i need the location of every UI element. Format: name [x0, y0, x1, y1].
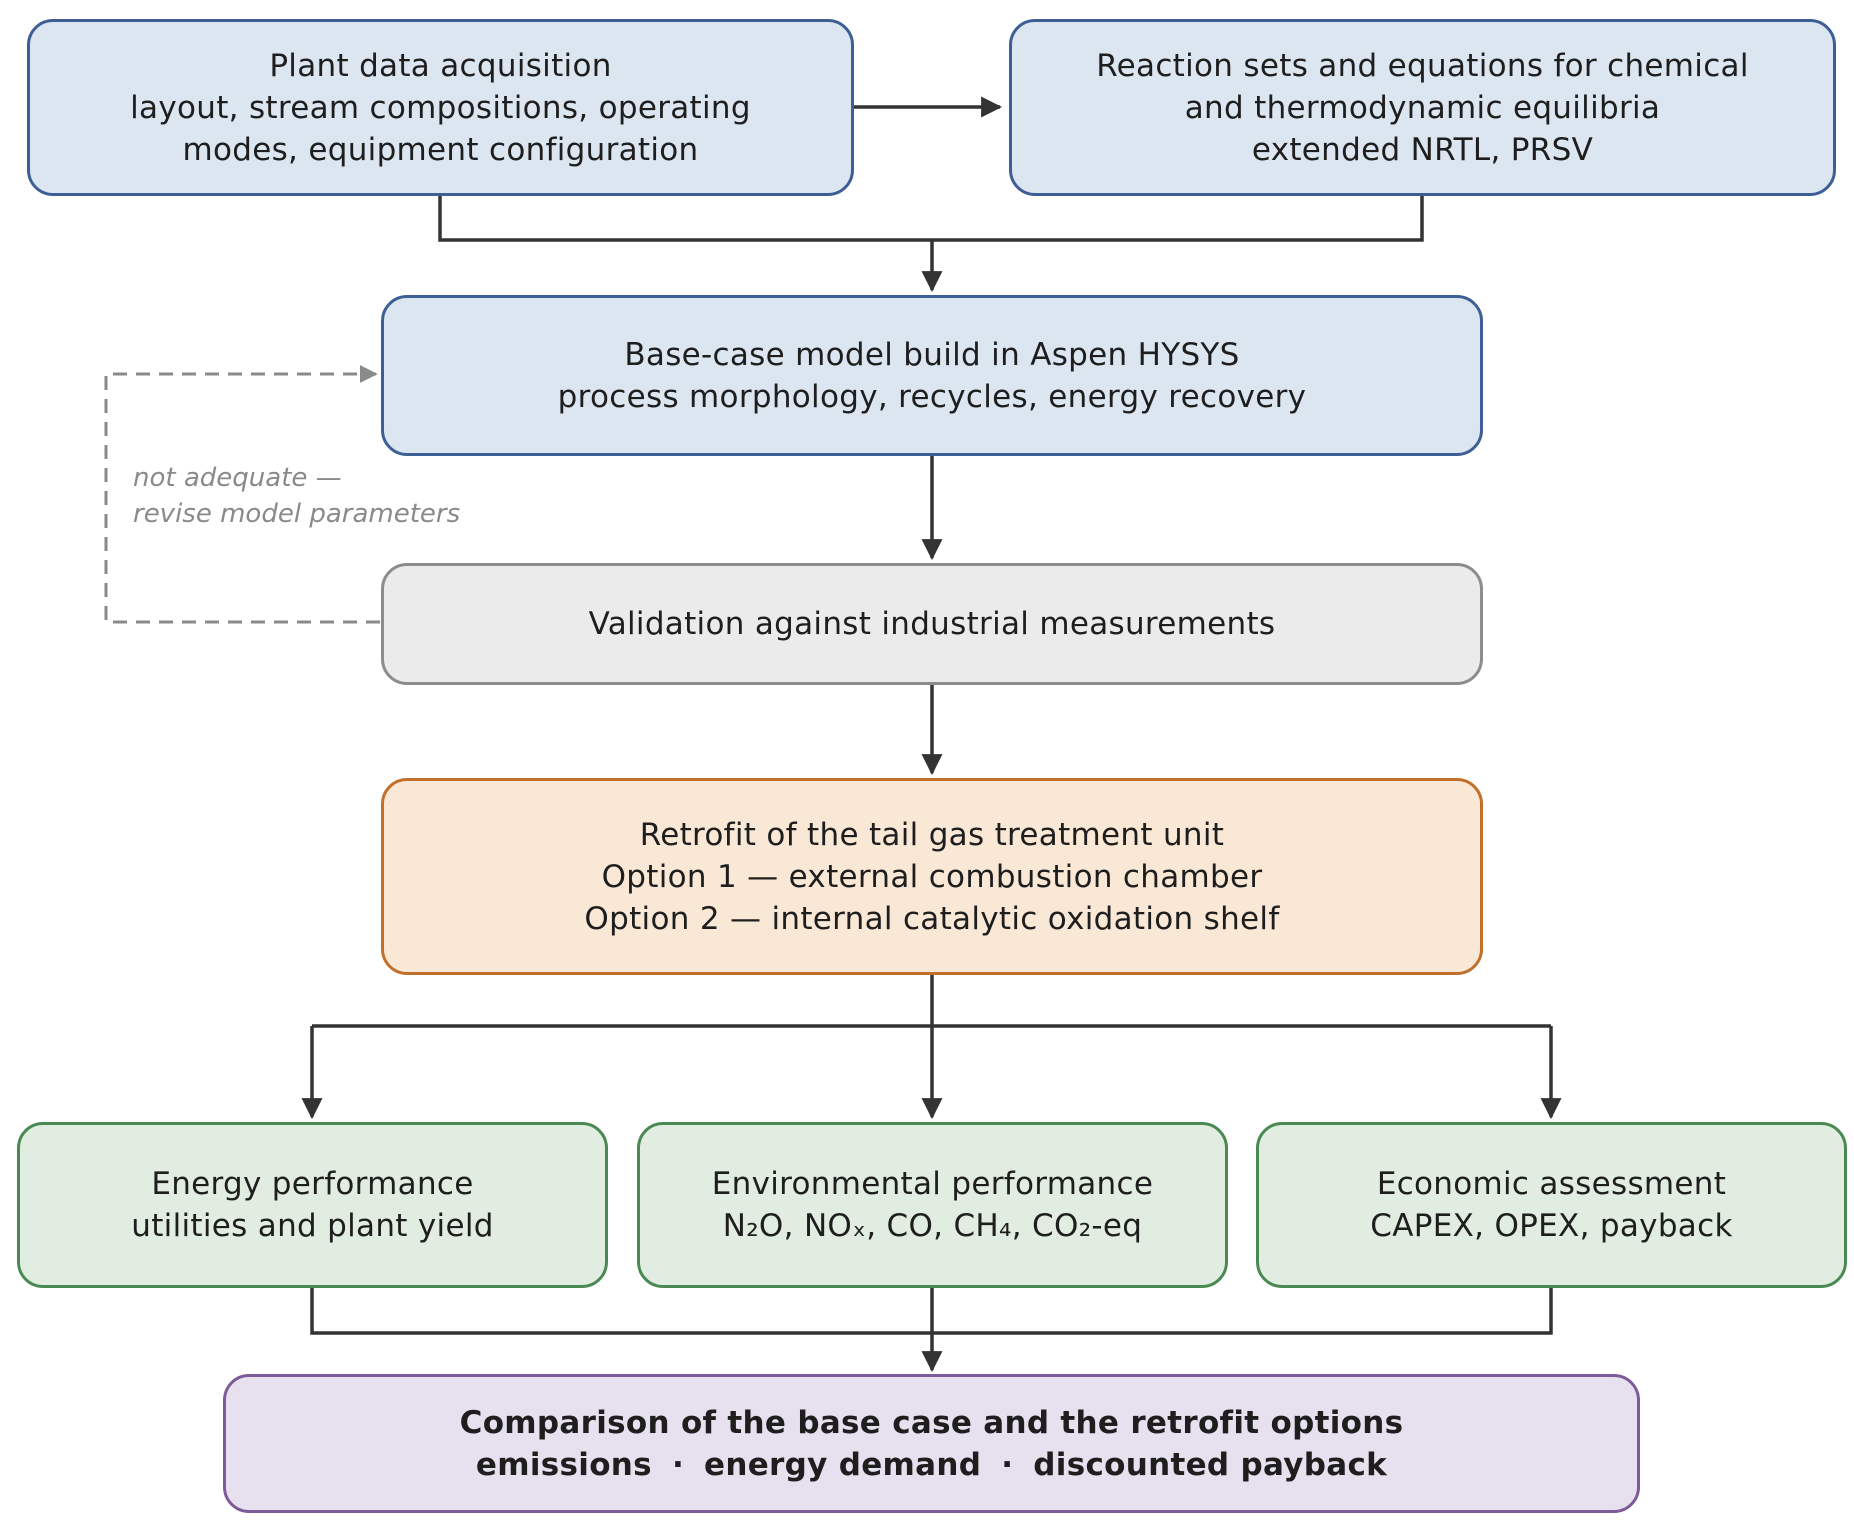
connector-energy-down: [310, 1288, 932, 1335]
feedback-label: not adequate — revise model parameters: [133, 460, 460, 532]
node-line: utilities and plant yield: [131, 1208, 494, 1244]
comparison-box: Comparison of the base case and the retr…: [223, 1374, 1640, 1513]
node-line: Retrofit of the tail gas treatment unit: [639, 816, 1225, 853]
node-line: modes, equipment configuration: [182, 131, 699, 168]
base-case-model-box: Base-case model build in Aspen HYSYS pro…: [381, 295, 1483, 456]
node-line: Base-case model build in Aspen HYSYS: [624, 336, 1240, 373]
comparison-item-discounted-payback: discounted payback: [1033, 1446, 1388, 1483]
comparison-item-energy-demand: energy demand: [704, 1446, 982, 1483]
node-line: Option 2 — internal catalytic oxidation …: [584, 900, 1280, 937]
node-line: extended NRTL, PRSV: [1251, 131, 1594, 168]
node-line: and thermodynamic equilibria: [1184, 89, 1661, 126]
energy-performance-box: Energy performance utilities and plant y…: [17, 1122, 608, 1288]
validation-box: Validation against industrial measuremen…: [381, 563, 1483, 685]
comparison-title: Comparison of the base case and the retr…: [459, 1404, 1404, 1441]
separator-dot: ·: [671, 1446, 685, 1483]
node-line: Environmental performance: [711, 1166, 1154, 1202]
comparison-item-emissions: emissions: [475, 1446, 652, 1483]
connector-economic-down: [932, 1288, 1553, 1335]
node-line: CAPEX, OPEX, payback: [1370, 1208, 1733, 1244]
comparison-items: emissions · energy demand · discounted payba…: [476, 1444, 1387, 1486]
node-line: Reaction sets and equations for chemical: [1096, 47, 1749, 84]
node-line: Plant data acquisition: [269, 47, 612, 84]
node-line: Energy performance: [151, 1166, 474, 1202]
reaction-sets-box: Reaction sets and equations for chemical…: [1009, 19, 1836, 196]
plant-data-acquisition-box: Plant data acquisition layout, stream co…: [27, 19, 854, 196]
connector-reaction-down: [932, 196, 1424, 242]
node-line: Option 1 — external combustion chamber: [601, 858, 1263, 895]
economic-assessment-box: Economic assessment CAPEX, OPEX, payback: [1256, 1122, 1847, 1288]
feedback-label-line: revise model parameters: [133, 499, 461, 529]
node-line: Economic assessment: [1376, 1166, 1727, 1202]
node-line: N₂O, NOₓ, CO, CH₄, CO₂-eq: [722, 1208, 1143, 1244]
node-line: layout, stream compositions, operating: [130, 89, 751, 126]
retrofit-box: Retrofit of the tail gas treatment unit …: [381, 778, 1483, 975]
connector-plant-down: [438, 196, 932, 242]
environmental-performance-box: Environmental performance N₂O, NOₓ, CO, …: [637, 1122, 1228, 1288]
feedback-arrow: [104, 365, 380, 624]
node-line: process morphology, recycles, energy rec…: [557, 378, 1307, 415]
feedback-label-line: not adequate —: [133, 463, 342, 493]
node-line: Validation against industrial measuremen…: [588, 606, 1276, 642]
separator-dot: ·: [1001, 1446, 1014, 1483]
